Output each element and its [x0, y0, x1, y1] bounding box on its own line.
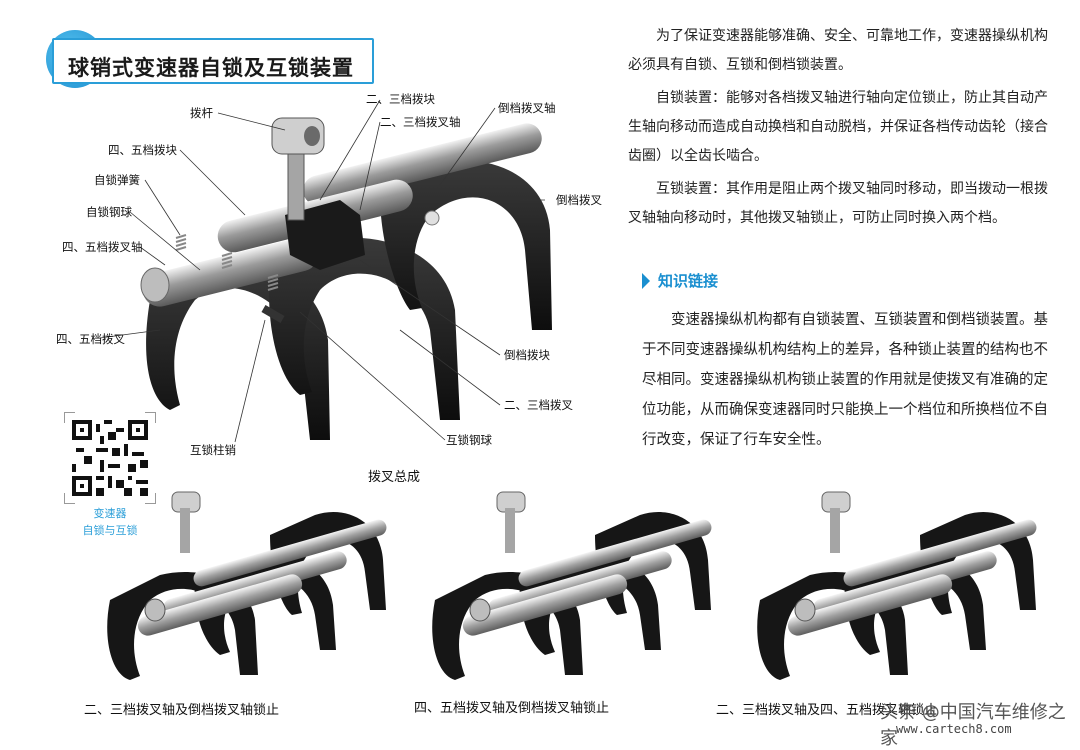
label-shaft-rev: 倒档拨叉轴	[498, 101, 556, 115]
intro-text: 为了保证变速器能够准确、安全、可靠地工作，变速器操纵机构必须具有自锁、互锁和倒档…	[628, 22, 1058, 237]
selector-block-shape	[285, 200, 365, 270]
knowledge-link-text: 变速器操纵机构都有自锁装置、互锁装置和倒档锁装置。基于不同变速器操纵机构结构上的…	[642, 312, 1048, 448]
fork-rev-shape	[380, 160, 552, 330]
label-fork-45: 四、五档拨叉	[56, 332, 125, 346]
interlock-ball-shape	[424, 210, 440, 226]
watermark-url: www.cartech8.com	[896, 722, 1012, 736]
illustration-1	[107, 491, 387, 680]
label-pin: 互锁柱销	[190, 443, 236, 457]
label-shaft-45: 四、五档拨叉轴	[62, 240, 143, 254]
small-illustrations	[107, 491, 1037, 680]
label-ball: 自锁钢球	[86, 205, 132, 219]
shaft-45-end	[140, 267, 170, 303]
caption-1: 二、三档拨叉轴及倒档拨叉轴锁止	[84, 703, 280, 718]
label-block-23: 二、三档拨块	[366, 92, 435, 106]
paragraph-self-lock: 自锁装置：能够对各档拨叉轴进行轴向定位锁止，防止其自动产生轴向移动而造成自动换档…	[628, 90, 1048, 164]
label-shaft-23: 二、三档拨叉轴	[380, 115, 461, 129]
shaft-45	[142, 237, 319, 307]
qr-caption-line2: 自锁与互锁	[82, 524, 138, 537]
title-box: 球销式变速器自锁及互锁装置	[52, 38, 374, 84]
label-fork-23: 二、三档拨叉	[504, 398, 573, 412]
paragraph-intro: 为了保证变速器能够准确、安全、可靠地工作，变速器操纵机构必须具有自锁、互锁和倒档…	[628, 28, 1048, 73]
interlock-pin-shape	[261, 305, 285, 323]
paragraph-interlock: 互锁装置：其作用是阻止两个拨叉轴同时移动，即当拨动一根拨叉轴轴向移动时，其他拨叉…	[628, 181, 1048, 226]
caption-2: 四、五档拨叉轴及倒档拨叉轴锁止	[414, 701, 610, 716]
knowledge-link-title: 知识链接	[658, 272, 719, 290]
label-interlock-ball: 互锁钢球	[446, 433, 492, 447]
qr-code[interactable]	[64, 412, 156, 504]
qr-pattern-icon	[72, 420, 148, 496]
qr-caption: 变速器 自锁与互锁	[62, 505, 158, 539]
fork-assembly-illustration	[99, 99, 552, 443]
label-lever: 拨杆	[190, 106, 213, 120]
label-block-45: 四、五档拨块	[108, 143, 177, 157]
assembly-caption: 拨叉总成	[368, 470, 421, 485]
label-fork-rev: 倒档拨叉	[556, 193, 602, 207]
qr-caption-line1: 变速器	[93, 507, 127, 520]
watermark: 头条 @中国汽车维修之家	[880, 702, 1066, 749]
label-block-rev: 倒档拨块	[504, 348, 550, 362]
spring-group	[175, 234, 279, 291]
shaft-rev	[303, 123, 542, 206]
illustration-2	[432, 491, 712, 680]
title-banner: 球销式变速器自锁及互锁装置	[46, 30, 380, 88]
knowledge-link-heading: 知识链接	[642, 270, 718, 291]
caption-3: 二、三档拨叉轴及四、五档拨叉轴锁止	[716, 703, 938, 718]
illustration-3	[757, 491, 1037, 680]
page-title: 球销式变速器自锁及互锁装置	[68, 56, 354, 80]
label-spring: 自锁弹簧	[94, 173, 140, 187]
lever-hole	[304, 126, 320, 146]
triangle-marker-icon	[642, 272, 650, 289]
